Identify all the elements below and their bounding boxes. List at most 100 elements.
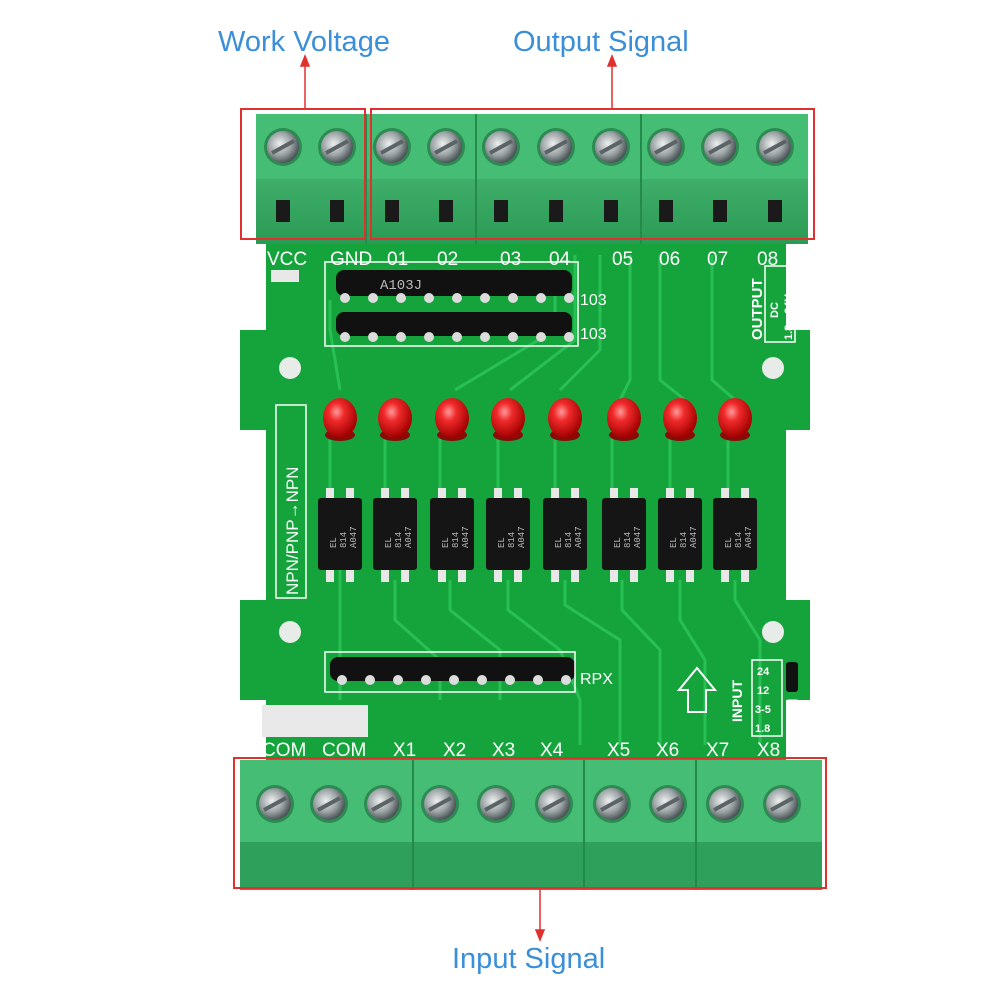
svg-text:DC: DC [769,302,781,318]
solder-pad [536,332,546,342]
top-pin-label: GND [330,249,372,270]
svg-text:A047: A047 [349,526,359,548]
svg-text:EL: EL [724,537,734,548]
top-pin-label: 02 [437,249,458,270]
callout-pointers [299,53,618,943]
terminal-screw [318,128,356,166]
solder-pad [368,293,378,303]
top-pin-label: 06 [659,249,680,270]
resistor-label-1: 103 [580,292,607,309]
mount-hole [279,621,301,643]
svg-text:EL: EL [554,537,564,548]
bottom-screws [256,785,801,823]
red-led [323,398,357,441]
solder-pad [508,293,518,303]
svg-text:814: 814 [339,532,349,548]
red-led [607,398,641,441]
npn-pnp-label: NPN/PNP→NPN [275,404,307,599]
wire-slot [276,200,290,222]
solder-pad [480,332,490,342]
silk-pad [271,270,299,282]
solder-pad [368,332,378,342]
bottom-terminal-block [240,760,822,890]
svg-text:A047: A047 [574,526,584,548]
svg-text:A047: A047 [404,526,414,548]
terminal-screw [701,128,739,166]
wire-slot [713,200,727,222]
terminal-screw [427,128,465,166]
red-led [663,398,697,441]
output-signal-highlight [370,108,815,240]
terminal-screw [256,785,294,823]
terminal-screw [537,128,575,166]
terminal-screw [364,785,402,823]
top-pin-label: 08 [757,249,778,270]
terminal-screw [763,785,801,823]
svg-text:814: 814 [564,532,574,548]
top-pin-label: 05 [612,249,633,270]
svg-text:EL: EL [384,537,394,548]
solder-pad [421,675,431,685]
svg-text:1.8: 1.8 [755,723,770,735]
wire-slot [385,200,399,222]
wire-slot [604,200,618,222]
terminal-screw [592,128,630,166]
terminal-screw [310,785,348,823]
svg-text:814: 814 [679,532,689,548]
svg-text:A047: A047 [689,526,699,548]
solder-pad [393,675,403,685]
top-pin-label: 01 [387,249,408,270]
solder-pad [452,293,462,303]
red-led [718,398,752,441]
bottom-pin-label: X3 [492,740,515,761]
input-signal-highlight [233,757,827,889]
wire-slot [494,200,508,222]
svg-text:3-5: 3-5 [755,704,771,716]
input-label: INPUT [729,680,745,722]
solder-pad [505,675,515,685]
solder-pad [365,675,375,685]
output-spec-label: OUTPUT DC 1.8—24V [749,265,796,343]
svg-text:EL: EL [497,537,507,548]
svg-text:EL: EL [441,537,451,548]
input-voltage-selector: 24 12 3-5 1.8 [751,659,798,737]
mount-hole [279,357,301,379]
svg-text:EL: EL [669,537,679,548]
resistor-label-2: 103 [580,326,607,343]
bottom-pin-label: X1 [393,740,416,761]
svg-text:A103J: A103J [380,278,422,294]
svg-text:814: 814 [734,532,744,548]
wire-slot [659,200,673,222]
svg-text:814: 814 [507,532,517,548]
wire-slot [330,200,344,222]
wire-slot [549,200,563,222]
input-arrow-icon [676,666,718,713]
red-led [548,398,582,441]
solder-pad [452,332,462,342]
svg-text:OUTPUT: OUTPUT [749,278,766,340]
terminal-screw [421,785,459,823]
solder-pad [424,293,434,303]
svg-text:EL: EL [613,537,623,548]
solder-pad [396,293,406,303]
rpx-resistor-network [324,651,576,693]
solder-pad [424,332,434,342]
rpx-label: RPX [580,671,613,688]
terminal-screw [756,128,794,166]
svg-text:A047: A047 [517,526,527,548]
pcb-board [240,220,810,775]
svg-text:NPN/PNP→NPN: NPN/PNP→NPN [283,467,302,595]
solder-pad [449,675,459,685]
solder-pad [480,293,490,303]
bottom-pin-label: COM [322,740,366,761]
top-pin-label: 03 [500,249,521,270]
red-led [435,398,469,441]
